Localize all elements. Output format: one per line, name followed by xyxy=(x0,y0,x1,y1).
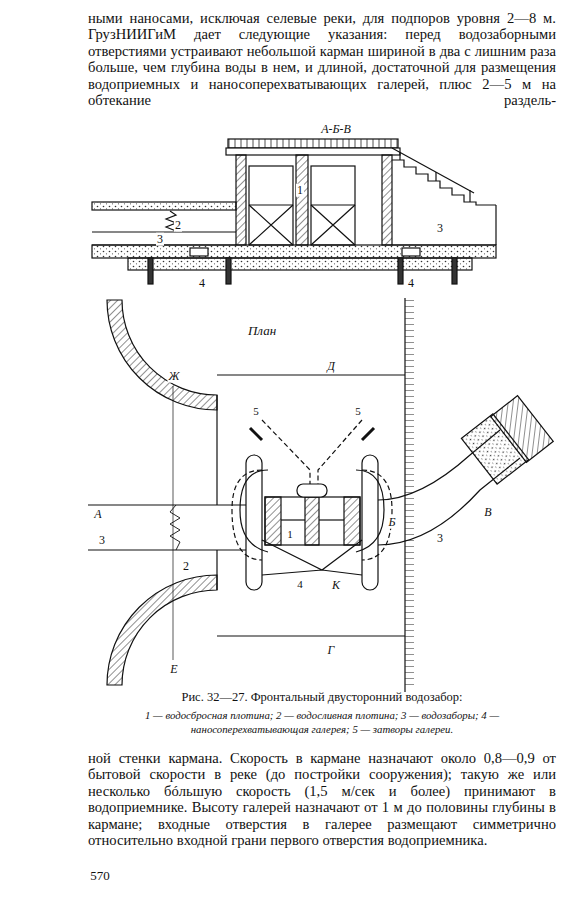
section-letter: Б xyxy=(387,516,396,529)
section-label: А-Б-В xyxy=(320,123,352,136)
callout-number: 5 xyxy=(354,406,362,418)
section-letter: Е xyxy=(169,663,178,676)
callout-number: 3 xyxy=(436,532,444,545)
callout-number: 3 xyxy=(156,233,164,246)
figure-key: 1 — водосбросная плотина; 2 — водосливна… xyxy=(96,708,548,736)
plan-view xyxy=(88,298,553,692)
section-letter: Д xyxy=(326,360,336,373)
callout-number: 2 xyxy=(174,219,182,232)
callout-number: 4 xyxy=(198,277,206,290)
figure-caption: Рис. 32—27. Фронтальный двусторонний вод… xyxy=(88,690,556,705)
section-letter: В xyxy=(483,506,492,519)
callout-number: 4 xyxy=(296,579,304,591)
callout-number: 5 xyxy=(252,406,260,418)
section-view xyxy=(92,139,496,284)
section-letter: А xyxy=(93,508,102,521)
section-letter: К xyxy=(331,579,341,592)
callout-number: 1 xyxy=(286,529,294,541)
callout-number: 3 xyxy=(98,534,106,547)
callout-number: 4 xyxy=(407,277,415,290)
section-letter: Г xyxy=(327,644,336,657)
view-title: План xyxy=(247,324,277,338)
body-paragraph: ными наносами, исключая селевые реки, дл… xyxy=(88,10,556,108)
callout-number: 2 xyxy=(182,560,190,573)
page-number: 570 xyxy=(89,869,111,883)
callout-number: 3 xyxy=(436,222,444,235)
callout-number: 1 xyxy=(296,184,304,197)
body-paragraph: ной стенки кармана. Скорость в кармане н… xyxy=(88,750,556,848)
section-letter: Ж xyxy=(168,370,181,383)
